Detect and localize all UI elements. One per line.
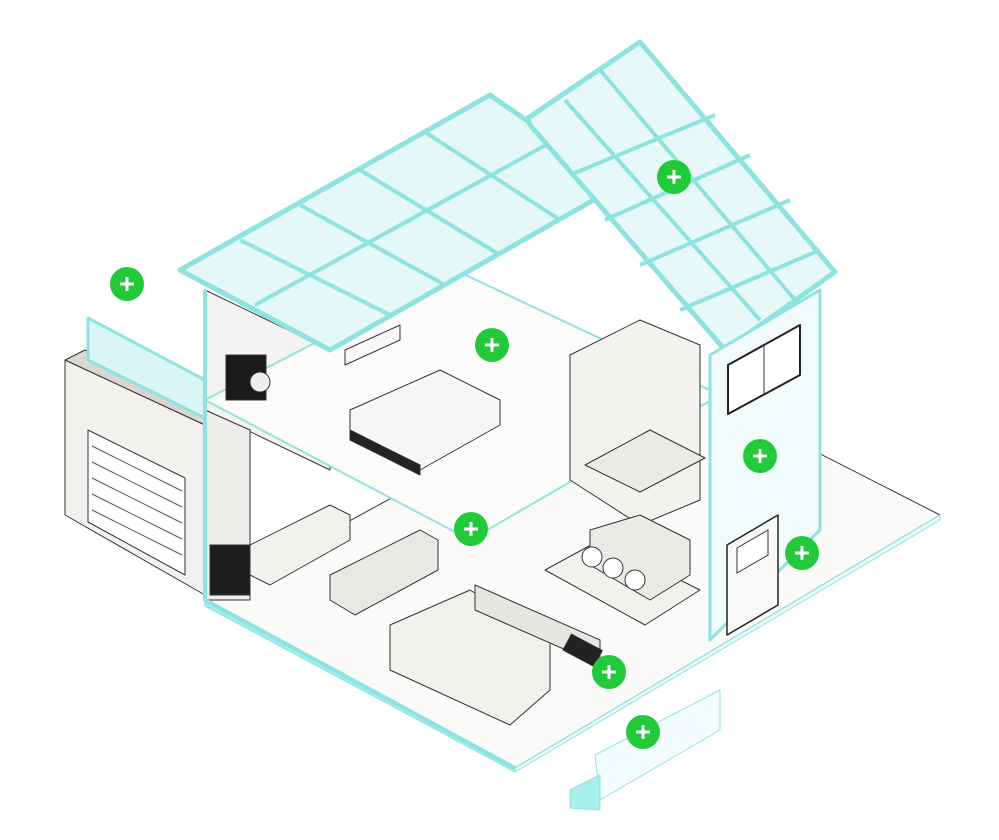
- hotspot-bedroom-railing[interactable]: [475, 328, 509, 362]
- solar-roof: [525, 39, 838, 353]
- plus-icon: [795, 546, 809, 560]
- plus-icon: [464, 522, 478, 536]
- stove: [209, 544, 251, 596]
- hotspot-floor[interactable]: [592, 655, 626, 689]
- plus-icon: [636, 725, 650, 739]
- hotspot-door-lock[interactable]: [785, 536, 819, 570]
- hotspot-floor-beam[interactable]: [454, 512, 488, 546]
- plus-icon: [602, 665, 616, 679]
- garage-door: [87, 429, 186, 576]
- plus-icon: [753, 449, 767, 463]
- plus-icon: [667, 170, 681, 184]
- hotspot-balcony[interactable]: [110, 267, 144, 301]
- hotspot-brick-wall[interactable]: [626, 715, 660, 749]
- hotspot-roof-solar[interactable]: [657, 160, 691, 194]
- plus-icon: [120, 277, 134, 291]
- hotspot-exterior-wall[interactable]: [743, 439, 777, 473]
- kitchen-counter: [329, 529, 439, 616]
- plus-icon: [485, 338, 499, 352]
